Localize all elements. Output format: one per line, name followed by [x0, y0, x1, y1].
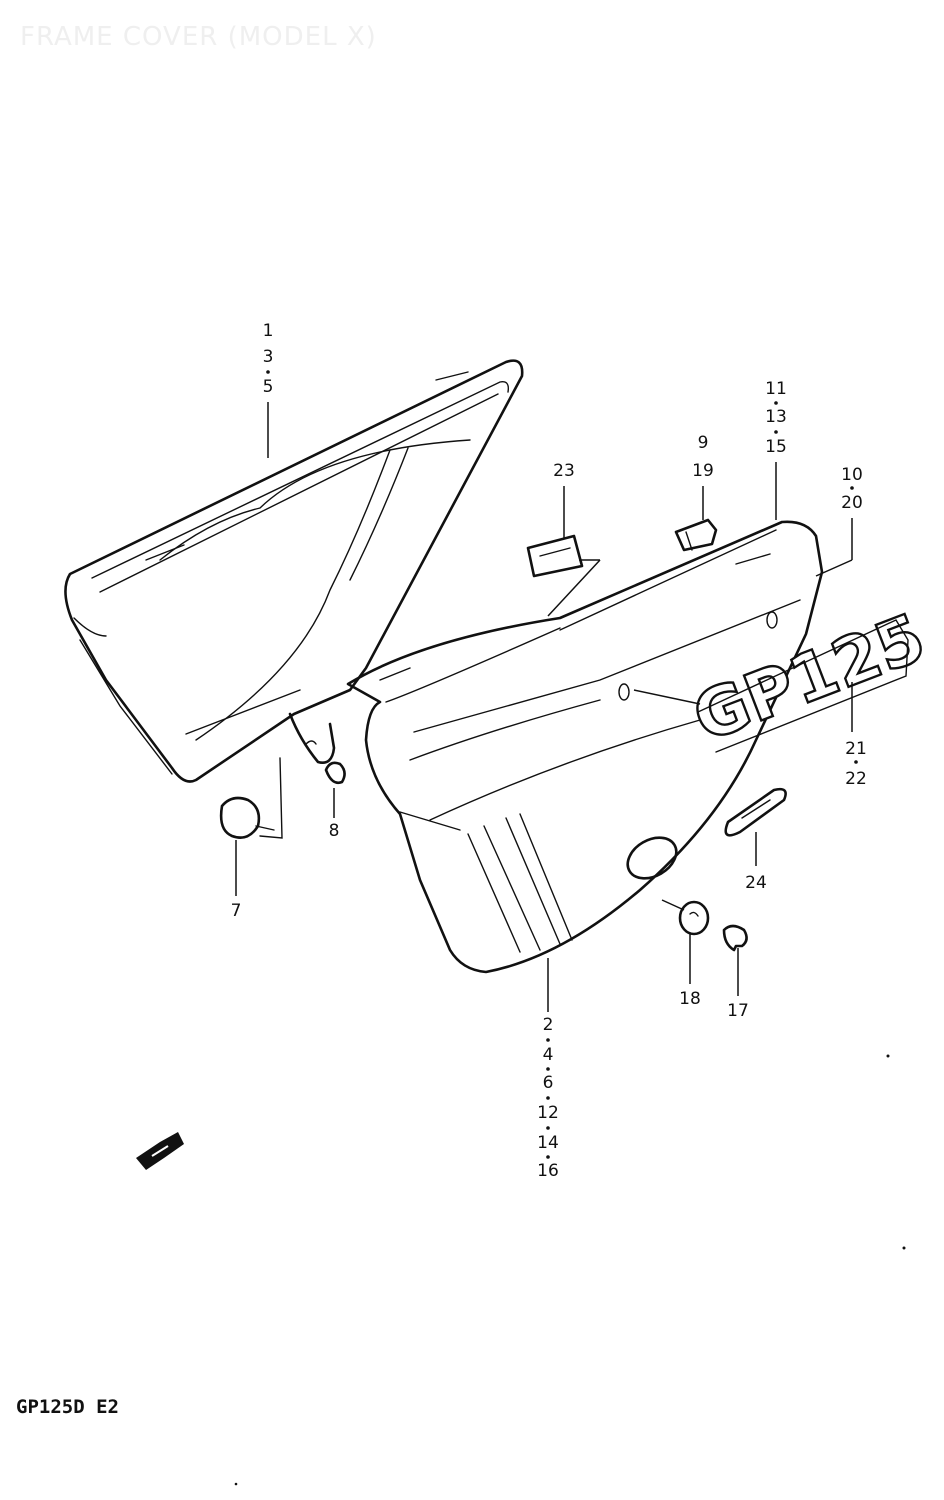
part-8-grommet — [324, 761, 346, 785]
part-17-screw — [722, 924, 748, 952]
callout-18: 18 — [679, 989, 701, 1009]
callout-label: 21 — [845, 739, 867, 759]
callout-label: 8 — [329, 821, 340, 841]
callout-label: 9 — [698, 433, 709, 453]
callout-11: 11 13 15 — [765, 379, 787, 457]
callout-label: 10 — [841, 465, 863, 485]
page-title: FRAME COVER (MODEL X) — [20, 22, 377, 52]
part-7-cap-nut — [219, 757, 283, 839]
callout-8: 8 — [329, 821, 340, 841]
callout-separator-dots — [266, 370, 858, 1159]
callout-label: 5 — [263, 377, 274, 397]
part-9-clip — [674, 518, 718, 552]
part-24-reflector — [724, 787, 787, 837]
callout-label: 18 — [679, 989, 701, 1009]
callout-label: 4 — [543, 1045, 554, 1065]
callout-label: 2 — [543, 1015, 554, 1035]
callout-21: 21 22 — [845, 739, 867, 789]
callout-label: 16 — [537, 1161, 559, 1181]
left-frame-cover — [64, 359, 524, 783]
callout-label: 1 — [263, 321, 274, 341]
callout-label: 12 — [537, 1103, 559, 1123]
callout-10: 10 20 — [841, 465, 863, 513]
callout-label: 17 — [727, 1001, 749, 1021]
callout-24: 24 — [745, 873, 767, 893]
leader-lines — [235, 402, 853, 1012]
callout-label: 24 — [745, 873, 767, 893]
callout-9: 9 19 — [692, 433, 714, 481]
callout-label: 7 — [231, 901, 242, 921]
callout-label: 20 — [841, 493, 863, 513]
callout-label: 22 — [845, 769, 867, 789]
callout-23: 23 — [553, 461, 575, 481]
callout-1: 1 3 5 — [263, 321, 274, 397]
callout-2: 2 4 6 12 14 16 — [537, 1015, 559, 1181]
scan-specks — [234, 1054, 906, 1486]
callout-7: 7 — [231, 901, 242, 921]
callout-label: 13 — [765, 407, 787, 427]
right-frame-cover — [346, 520, 824, 974]
callout-17: 17 — [727, 1001, 749, 1021]
part-23-label-decal — [526, 534, 584, 578]
part-18-washer — [661, 899, 710, 936]
callout-label: 23 — [553, 461, 575, 481]
callout-label: 15 — [765, 437, 787, 457]
front-direction-arrow — [136, 1132, 184, 1170]
callout-label: 11 — [765, 379, 787, 399]
callout-label: 6 — [543, 1073, 554, 1093]
model-code: GP125D E2 — [16, 1396, 119, 1418]
callout-label: 3 — [263, 347, 274, 367]
callout-label: 19 — [692, 461, 714, 481]
callout-label: 14 — [537, 1133, 559, 1153]
